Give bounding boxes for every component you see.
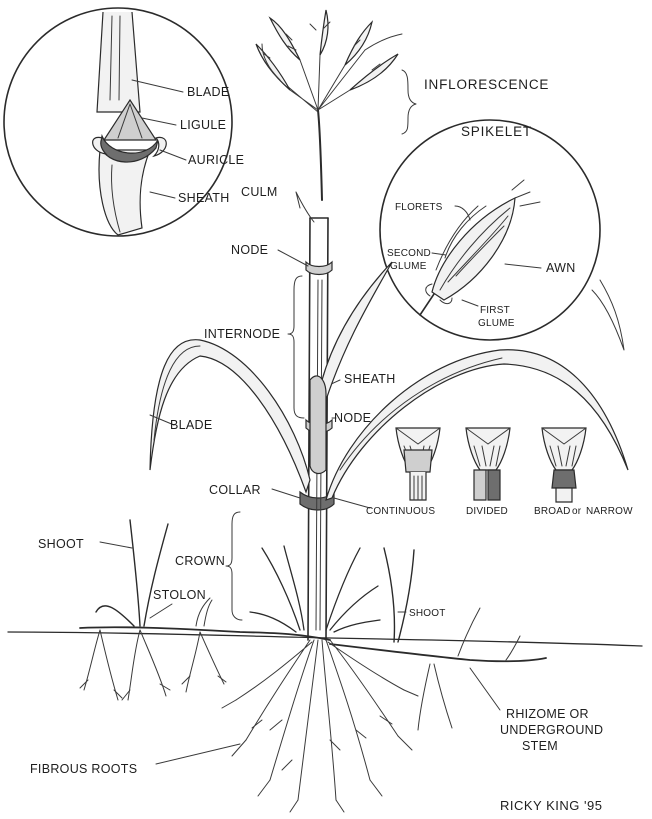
- shoot-left: [96, 520, 168, 626]
- label-second-glume-2: GLUME: [390, 261, 427, 272]
- roots-stolon: [84, 630, 224, 700]
- collar-type-continuous: CONTINUOUS: [366, 428, 440, 517]
- label-florets: FLORETS: [395, 202, 443, 213]
- artist-signature: RICKY KING '95: [500, 798, 602, 813]
- label-sheath-inset: SHEATH: [178, 191, 230, 205]
- label-sheath: SHEATH: [344, 372, 396, 386]
- label-shoot-left: SHOOT: [38, 537, 84, 551]
- label-blade-inset: BLADE: [187, 85, 230, 99]
- rhizome: [330, 644, 546, 661]
- label-rhizome-1: RHIZOME OR: [506, 707, 589, 721]
- label-awn: AWN: [546, 261, 576, 275]
- label-crown: CROWN: [175, 554, 225, 568]
- leaf-sheath: [310, 376, 326, 474]
- leaf-junction-inset: BLADE LIGULE AURICLE SHEATH: [4, 8, 244, 236]
- inflorescence: INFLORESCENCE: [256, 10, 549, 200]
- label-internode: INTERNODE: [204, 327, 280, 341]
- collar-type-divided: DIVIDED: [466, 428, 510, 517]
- collar-types: CONTINUOUS DIVIDED BROAD or NARROW: [366, 428, 633, 517]
- ground-and-roots: STOLON SHOOT CROWN SHOOT RHIZOME OR UNDE…: [8, 512, 642, 812]
- label-rhizome-2: UNDERGROUND: [500, 723, 603, 737]
- main-stem: CULM NODE INTERNODE SHEATH NODE COLLAR: [204, 185, 396, 640]
- inset-blade: [97, 12, 140, 112]
- label-or: or: [572, 506, 582, 517]
- label-broad: BROAD: [534, 506, 571, 517]
- label-divided: DIVIDED: [466, 506, 508, 517]
- label-node-mid: NODE: [334, 411, 371, 425]
- label-node-top: NODE: [231, 243, 268, 257]
- label-second-glume-1: SECOND: [387, 248, 431, 259]
- roots-rhizome: [418, 664, 452, 730]
- label-rhizome-3: STEM: [522, 739, 558, 753]
- label-shoot-right: SHOOT: [409, 608, 446, 619]
- spikelet-body: [432, 198, 515, 300]
- label-continuous: CONTINUOUS: [366, 506, 435, 517]
- label-narrow: NARROW: [586, 506, 633, 517]
- label-first-glume-1: FIRST: [480, 305, 510, 316]
- crown-tillers: [250, 546, 380, 632]
- label-first-glume-2: GLUME: [478, 318, 515, 329]
- label-inflorescence: INFLORESCENCE: [424, 77, 549, 92]
- spikelet-inset: SPIKELET FLORETS SECOND GLUME AWN FIRST …: [380, 120, 600, 340]
- label-stolon: STOLON: [153, 588, 206, 602]
- label-auricle: AURICLE: [188, 153, 244, 167]
- label-ligule: LIGULE: [180, 118, 226, 132]
- label-spikelet: SPIKELET: [461, 124, 532, 139]
- label-fibrous-roots: FIBROUS ROOTS: [30, 762, 137, 776]
- label-collar: COLLAR: [209, 483, 261, 497]
- label-blade: BLADE: [170, 418, 213, 432]
- label-culm: CULM: [241, 185, 278, 199]
- shoot-right: [384, 548, 414, 642]
- inset-sheath: [99, 150, 150, 235]
